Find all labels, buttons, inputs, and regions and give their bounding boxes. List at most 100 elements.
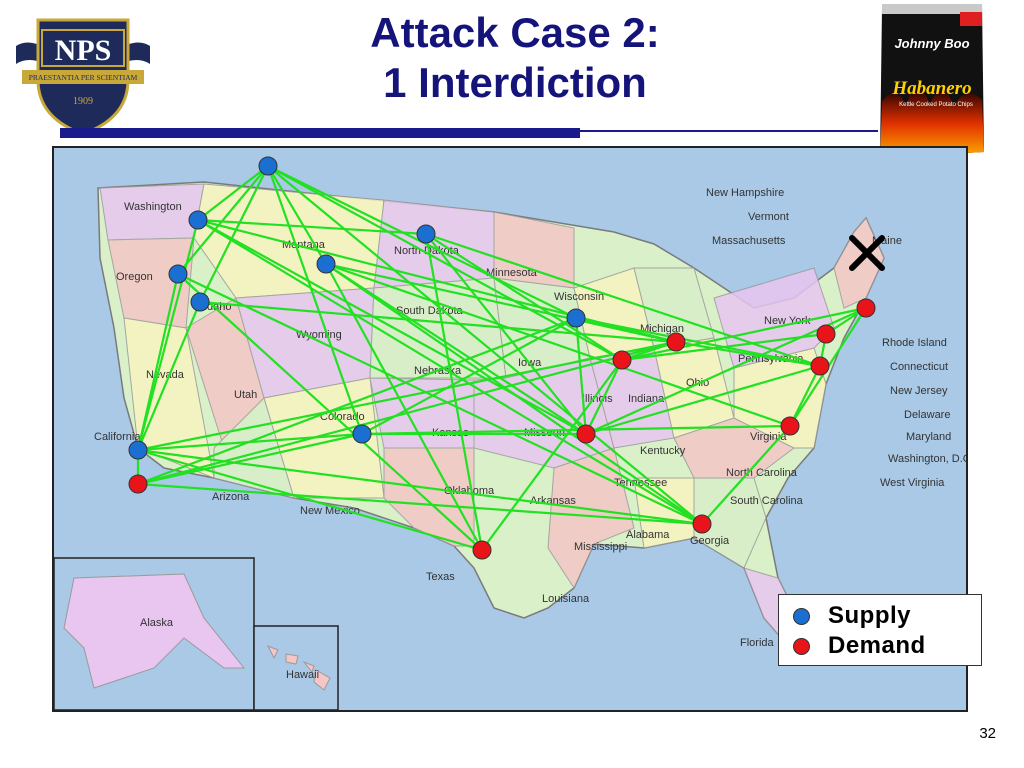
network-link bbox=[137, 432, 363, 486]
state-label: New Mexico bbox=[300, 505, 360, 517]
network-link bbox=[325, 263, 483, 551]
state-label: Maryland bbox=[906, 431, 951, 443]
state-label: Massachusetts bbox=[712, 235, 786, 247]
slide-title: Attack Case 2: 1 Interdiction bbox=[280, 8, 750, 108]
network-link bbox=[137, 432, 363, 452]
network-link bbox=[137, 448, 703, 526]
chips-subtitle: Kettle Cooked Potato Chips bbox=[899, 102, 973, 108]
network-link bbox=[266, 165, 364, 435]
state-label: Minnesota bbox=[486, 267, 538, 279]
state-label: California bbox=[94, 431, 141, 443]
demand-node bbox=[666, 332, 686, 352]
supply-node bbox=[316, 254, 336, 274]
demand-node bbox=[856, 298, 876, 318]
network-link bbox=[136, 301, 202, 451]
state-label: Indiana bbox=[628, 393, 665, 405]
state-label: New Jersey bbox=[890, 385, 948, 397]
network-link bbox=[574, 317, 588, 435]
supply-node bbox=[416, 224, 436, 244]
chips-brand: Johnny Boo bbox=[894, 36, 969, 51]
demand-node bbox=[692, 514, 712, 534]
network-link bbox=[199, 165, 269, 303]
network-link bbox=[701, 425, 791, 525]
state-label: Washington, D.C. bbox=[888, 453, 966, 465]
network-link bbox=[177, 165, 269, 275]
title-line-2: 1 Interdiction bbox=[383, 59, 647, 106]
state-label: Florida bbox=[740, 637, 775, 649]
supply-dot-icon bbox=[793, 607, 810, 625]
state-label: Kentucky bbox=[640, 445, 686, 457]
network-link bbox=[425, 233, 623, 361]
supply-node bbox=[566, 308, 586, 328]
network-link bbox=[361, 424, 791, 436]
state-label: Mississippi bbox=[574, 541, 627, 553]
network-link bbox=[267, 165, 327, 265]
state-label: West Virginia bbox=[880, 477, 945, 489]
supply-node bbox=[258, 156, 278, 176]
demand-node bbox=[576, 424, 596, 444]
logo-year: 1909 bbox=[73, 96, 93, 107]
chips-bag-image: Johnny Boo Habanero Kettle Cooked Potato… bbox=[876, 2, 988, 160]
supply-node bbox=[188, 210, 208, 230]
network-link bbox=[585, 364, 821, 436]
title-rule-thin bbox=[580, 130, 878, 132]
state-label: Louisiana bbox=[542, 593, 590, 605]
hawaii-inset bbox=[253, 625, 339, 710]
network-link bbox=[197, 218, 427, 236]
state-label: Utah bbox=[234, 389, 257, 401]
network-link bbox=[137, 340, 677, 452]
state-label: Oklahoma bbox=[444, 485, 495, 497]
demand-node bbox=[472, 540, 492, 560]
state-label: North Carolina bbox=[726, 467, 798, 479]
supply-node bbox=[190, 292, 210, 312]
nps-logo: NPS PRAESTANTIA PER SCIENTIAM 1909 bbox=[8, 8, 158, 138]
network-link bbox=[575, 316, 821, 368]
network-link bbox=[199, 300, 677, 344]
title-rule-thick bbox=[60, 128, 580, 138]
network-link bbox=[137, 448, 483, 552]
network-link bbox=[675, 340, 821, 368]
state-label: Texas bbox=[426, 571, 455, 583]
state-label: Rhode Island bbox=[882, 337, 947, 349]
state-label: Delaware bbox=[904, 409, 950, 421]
state-label: Montana bbox=[282, 239, 326, 251]
state-label: Vermont bbox=[748, 211, 789, 223]
network-link bbox=[585, 359, 623, 435]
network-links bbox=[136, 165, 867, 552]
state-label: Alaska bbox=[140, 617, 174, 629]
legend-supply-label: Supply bbox=[828, 602, 912, 629]
state-label: Oregon bbox=[116, 271, 153, 283]
demand-node bbox=[128, 474, 148, 494]
state-label: Wisconsin bbox=[554, 291, 604, 303]
legend-demand-label: Demand bbox=[828, 632, 926, 659]
alaska-inset bbox=[54, 557, 255, 710]
state-label: Washington bbox=[124, 201, 182, 213]
state-label: Hawaii bbox=[286, 669, 319, 681]
network-link bbox=[425, 233, 587, 435]
network-link bbox=[197, 165, 269, 221]
network-link bbox=[325, 263, 703, 525]
state-label: Alabama bbox=[626, 529, 670, 541]
network-link bbox=[481, 359, 623, 551]
network-link bbox=[136, 273, 180, 451]
network-link bbox=[177, 273, 703, 525]
logo-motto: PRAESTANTIA PER SCIENTIAM bbox=[29, 73, 138, 82]
logo-acronym: NPS bbox=[55, 34, 112, 67]
state-label: Wyoming bbox=[296, 329, 342, 341]
network-link bbox=[136, 219, 200, 451]
state-label: South Carolina bbox=[730, 495, 804, 507]
legend-supply: Supply bbox=[793, 602, 911, 630]
demand-dot-icon bbox=[793, 637, 810, 655]
legend-demand: Demand bbox=[793, 632, 926, 660]
network-link bbox=[621, 332, 827, 362]
demand-node bbox=[612, 350, 632, 370]
state-label: Nevada bbox=[146, 369, 185, 381]
network-link bbox=[267, 165, 623, 361]
x-mark-icon bbox=[849, 235, 885, 271]
state-label: Virginia bbox=[750, 431, 787, 443]
state-label: Connecticut bbox=[890, 361, 948, 373]
chips-flavor: Habanero bbox=[891, 78, 971, 99]
state-label: New Hampshire bbox=[706, 187, 784, 199]
network-link bbox=[789, 365, 821, 427]
demand-node bbox=[780, 416, 800, 436]
